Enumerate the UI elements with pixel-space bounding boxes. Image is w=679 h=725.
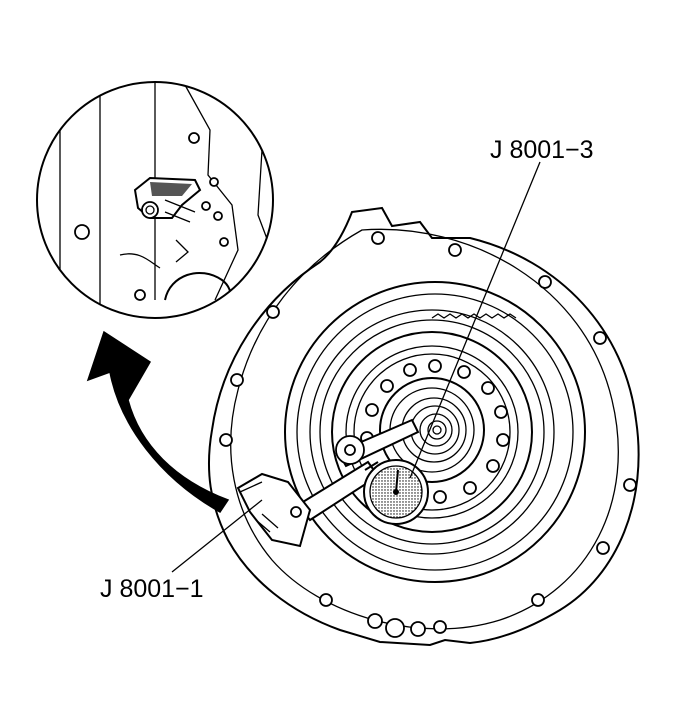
drum-ring-3 (309, 309, 555, 555)
drum-ring-6 (345, 345, 519, 519)
hub-outer (379, 377, 485, 483)
mount-tool (236, 418, 420, 548)
drum-ring-2 (296, 293, 574, 571)
indicator-pivot (393, 489, 399, 495)
hub-r6 (427, 420, 447, 440)
drum-outer (284, 281, 586, 583)
label-gauge: J 8001−3 (490, 136, 594, 164)
leader-gauge (409, 161, 541, 479)
inset-hole (213, 211, 223, 221)
drum-ring-4 (319, 319, 545, 545)
transmission-case (207, 206, 640, 647)
rod-clamp-screw (344, 444, 356, 456)
indicator-needle (395, 469, 399, 493)
indicator-stem (364, 461, 379, 471)
magnified-inset (36, 81, 274, 319)
label-mount: J 8001−1 (100, 575, 204, 603)
inset-hole (201, 201, 211, 211)
dial-indicator (363, 459, 429, 525)
inset-hole (209, 177, 219, 187)
mount-clamp-body (236, 472, 312, 548)
inset-hole (188, 132, 200, 144)
clutch-spline-ring (431, 313, 517, 319)
hub-center (432, 425, 442, 435)
inset-screw-core (145, 205, 155, 215)
hub-hole-ring (360, 359, 510, 504)
drum-ring-7 (353, 353, 511, 511)
inset-hole (219, 237, 229, 247)
clamp-detail (239, 481, 279, 533)
inset-tool-shade (150, 182, 192, 196)
inset-border (36, 81, 274, 319)
flange-bolt-holes (219, 231, 637, 607)
mount-screw (290, 506, 302, 518)
bottom-port-holes (367, 613, 447, 638)
leader-mount (171, 499, 263, 573)
inset-hole (74, 224, 90, 240)
case-outer-flange (207, 206, 640, 647)
inset-tool-screw (141, 201, 159, 219)
inset-hole (134, 289, 146, 301)
magnify-arrow (86, 330, 230, 513)
drum-ring-5 (331, 331, 533, 533)
inset-tool-lines (164, 199, 196, 263)
